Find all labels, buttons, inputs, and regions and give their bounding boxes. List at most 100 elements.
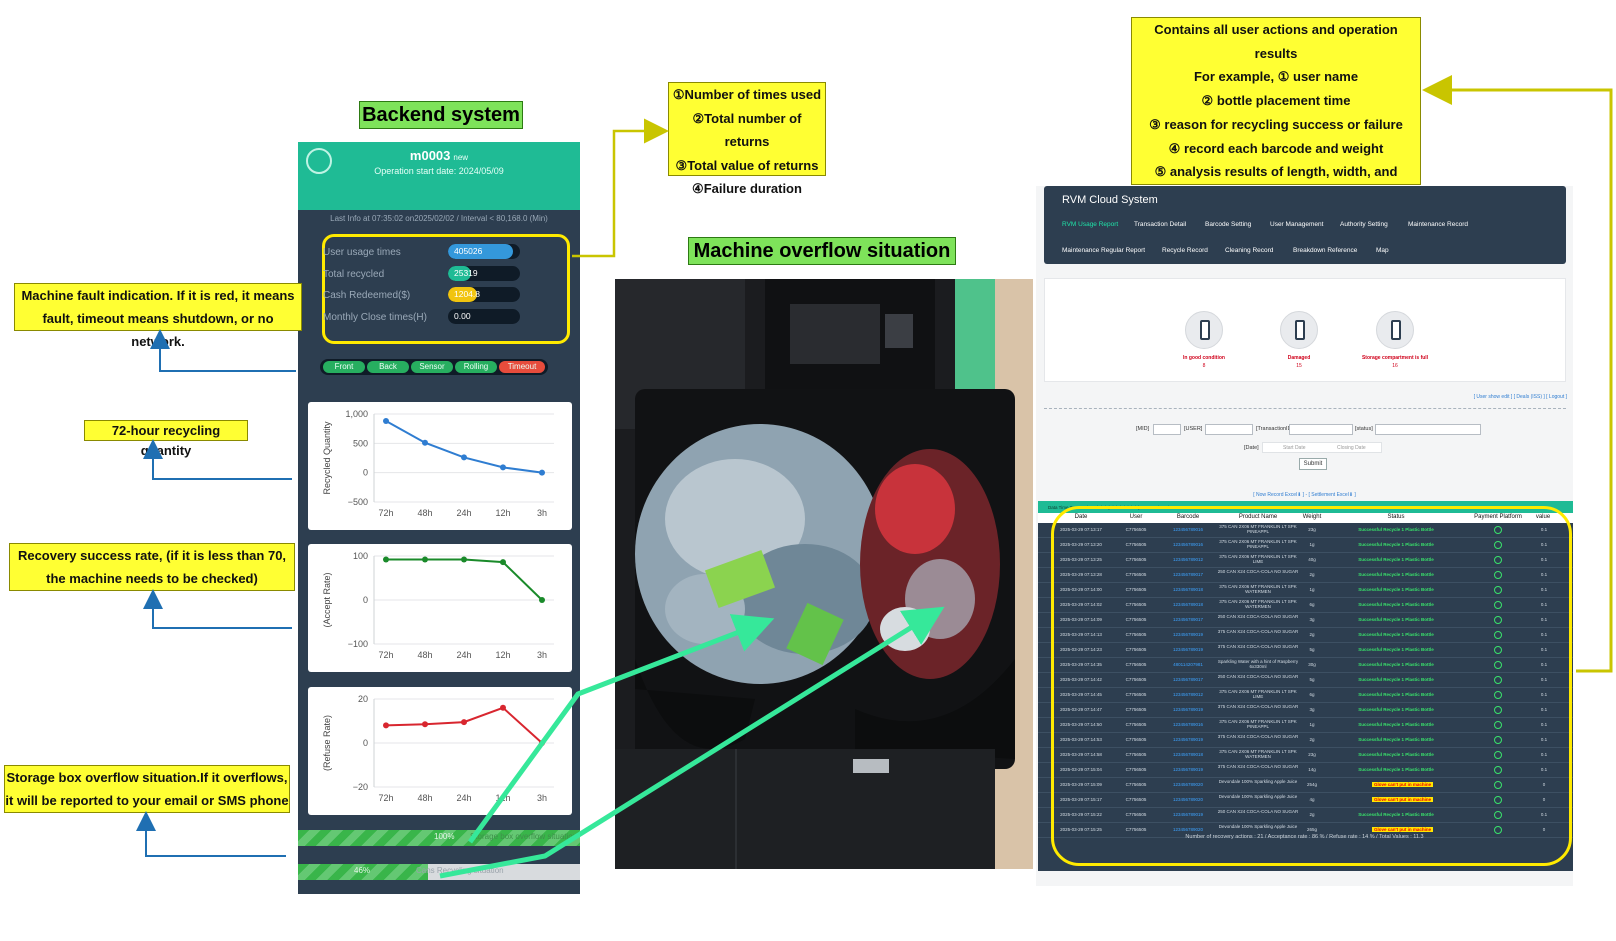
col-user[interactable]: User bbox=[1129, 514, 1143, 520]
x-tick-label: 12h bbox=[495, 793, 510, 803]
nav-user-management[interactable]: User Management bbox=[1270, 221, 1324, 228]
nav-maintenance-regular-report[interactable]: Maintenance Regular Report bbox=[1062, 247, 1146, 254]
cell-barcode[interactable]: 123456789018 bbox=[1172, 752, 1204, 757]
y-axis-label: (Refuse Rate) bbox=[322, 715, 332, 771]
cell-weight: 23g bbox=[1308, 527, 1316, 532]
x-tick-label: 48h bbox=[417, 650, 432, 660]
cell-barcode[interactable]: 123456789017 bbox=[1172, 572, 1204, 577]
cell-barcode[interactable]: 123456789019 bbox=[1172, 767, 1204, 772]
nav-authority-setting[interactable]: Authority Setting bbox=[1340, 221, 1388, 228]
cell-barcode[interactable]: 123456789012 bbox=[1172, 692, 1204, 697]
storage-overflow-bar: 100% Storage box overflow situation bbox=[298, 830, 580, 846]
cell-value: 0.1 bbox=[1540, 812, 1548, 817]
cell-product: Devondale 100% Sparkling Apple Juice bbox=[1218, 824, 1298, 829]
mid-select[interactable] bbox=[1153, 424, 1181, 435]
stat-monthly-close: Monthly Close times(H) 0.00 bbox=[323, 309, 523, 329]
cell-date: 2025-03-29 07:14:02 bbox=[1060, 602, 1102, 607]
logo-icon bbox=[306, 148, 332, 174]
cell-value: 0.1 bbox=[1540, 767, 1548, 772]
cell-user: C7756505 bbox=[1125, 797, 1147, 802]
stat-total-recycled: Total recycled 25319 bbox=[323, 266, 523, 286]
col-barcode[interactable]: Barcode bbox=[1176, 514, 1200, 520]
cell-barcode[interactable]: 123456789019 bbox=[1172, 707, 1204, 712]
cell-weight: 40g bbox=[1308, 557, 1316, 562]
cell-value: 0 bbox=[1542, 827, 1546, 832]
good-condition-icon[interactable] bbox=[1185, 311, 1223, 349]
transaction-input[interactable] bbox=[1289, 424, 1353, 435]
cell-barcode[interactable]: 123456789016 bbox=[1172, 527, 1204, 532]
cell-barcode[interactable]: 123456789017 bbox=[1172, 617, 1204, 622]
cell-date: 2025-03-29 07:14:00 bbox=[1060, 587, 1102, 592]
col-weight[interactable]: Weight bbox=[1302, 514, 1322, 520]
filter-status-label: [status] bbox=[1355, 426, 1373, 432]
status-front[interactable]: Front bbox=[323, 361, 365, 373]
cell-barcode[interactable]: 123456789020 bbox=[1172, 797, 1204, 802]
cell-barcode[interactable]: 123456789019 bbox=[1172, 812, 1204, 817]
cell-weight: 3g bbox=[1309, 617, 1315, 622]
cell-status: Successful Recycle 1 Plastic Bottle bbox=[1358, 617, 1434, 622]
cell-barcode[interactable]: 123456789020 bbox=[1172, 782, 1204, 787]
nav-barcode-setting[interactable]: Barcode Setting bbox=[1205, 221, 1252, 228]
status-select[interactable] bbox=[1375, 424, 1481, 435]
cell-barcode[interactable]: 123456789020 bbox=[1172, 827, 1204, 832]
user-input[interactable] bbox=[1205, 424, 1253, 435]
nav-rvm-usage-report[interactable]: RVM Usage Report bbox=[1062, 221, 1119, 228]
status-back[interactable]: Back bbox=[367, 361, 409, 373]
account-links[interactable]: [ User show edit ] [ Deals (ISS) ] [ Log… bbox=[1473, 394, 1567, 400]
cell-barcode[interactable]: 123456789017 bbox=[1172, 677, 1204, 682]
data-point bbox=[500, 559, 506, 566]
cell-barcode[interactable]: 123456789019 bbox=[1172, 632, 1204, 637]
status-sensor[interactable]: Sensor bbox=[411, 361, 453, 373]
cell-barcode[interactable]: 123456789016 bbox=[1172, 542, 1204, 547]
nav-maintenance-record[interactable]: Maintenance Record bbox=[1408, 221, 1468, 228]
cell-barcode[interactable]: 123456789018 bbox=[1172, 587, 1204, 592]
cell-barcode[interactable]: 123456789019 bbox=[1172, 647, 1204, 652]
storage-full-icon[interactable] bbox=[1376, 311, 1414, 349]
damaged-icon[interactable] bbox=[1280, 311, 1318, 349]
submit-button[interactable]: Submit bbox=[1299, 458, 1327, 470]
cell-barcode[interactable]: 480114207981 bbox=[1173, 662, 1203, 667]
cell-barcode[interactable]: 123456789019 bbox=[1172, 737, 1204, 742]
cell-status: Successful Recycle 1 Plastic Bottle bbox=[1358, 527, 1434, 532]
status-timeout[interactable]: Timeout bbox=[499, 361, 545, 373]
nav-cleaning-record[interactable]: Cleaning Record bbox=[1225, 247, 1274, 254]
nav-recycle-record[interactable]: Recycle Record bbox=[1162, 247, 1208, 254]
cell-barcode[interactable]: 123456789018 bbox=[1172, 602, 1204, 607]
col-product-name[interactable]: Product Name bbox=[1238, 514, 1278, 520]
last-info: Last Info at 07:35:02 on2025/02/02 / Int… bbox=[330, 214, 548, 223]
y-tick-label: 20 bbox=[358, 694, 368, 704]
nav-transaction-detail[interactable]: Transaction Detail bbox=[1134, 221, 1187, 228]
machine-phone-icon bbox=[1295, 320, 1305, 340]
metrics-line: ②Total number of returns bbox=[692, 110, 802, 150]
col-status[interactable]: Status bbox=[1387, 514, 1405, 520]
closing-date-placeholder: Closing Date bbox=[1337, 445, 1366, 451]
nav-map[interactable]: Map bbox=[1376, 247, 1389, 254]
status-rolling[interactable]: Rolling bbox=[455, 361, 497, 373]
export-links[interactable]: [ Now Record Excel⬇ ] - [ Settlement Exc… bbox=[1253, 492, 1356, 498]
cell-status: Successful Recycle 1 Plastic Bottle bbox=[1358, 707, 1434, 712]
cell-user: C7756505 bbox=[1125, 527, 1147, 532]
progress-fill bbox=[298, 864, 428, 880]
x-tick-label: 3h bbox=[537, 508, 547, 518]
stat-user-usage: User usage times 405026 bbox=[323, 244, 523, 264]
cell-barcode[interactable]: 123456789012 bbox=[1172, 557, 1204, 562]
cell-barcode[interactable]: 123456789016 bbox=[1172, 722, 1204, 727]
col-date[interactable]: Date bbox=[1074, 514, 1088, 520]
date-range-input[interactable]: Start Date Closing Date bbox=[1262, 442, 1382, 453]
metrics-line: ③Total value of returns bbox=[675, 157, 819, 173]
nav-breakdown-reference[interactable]: Breakdown Reference bbox=[1293, 247, 1358, 254]
